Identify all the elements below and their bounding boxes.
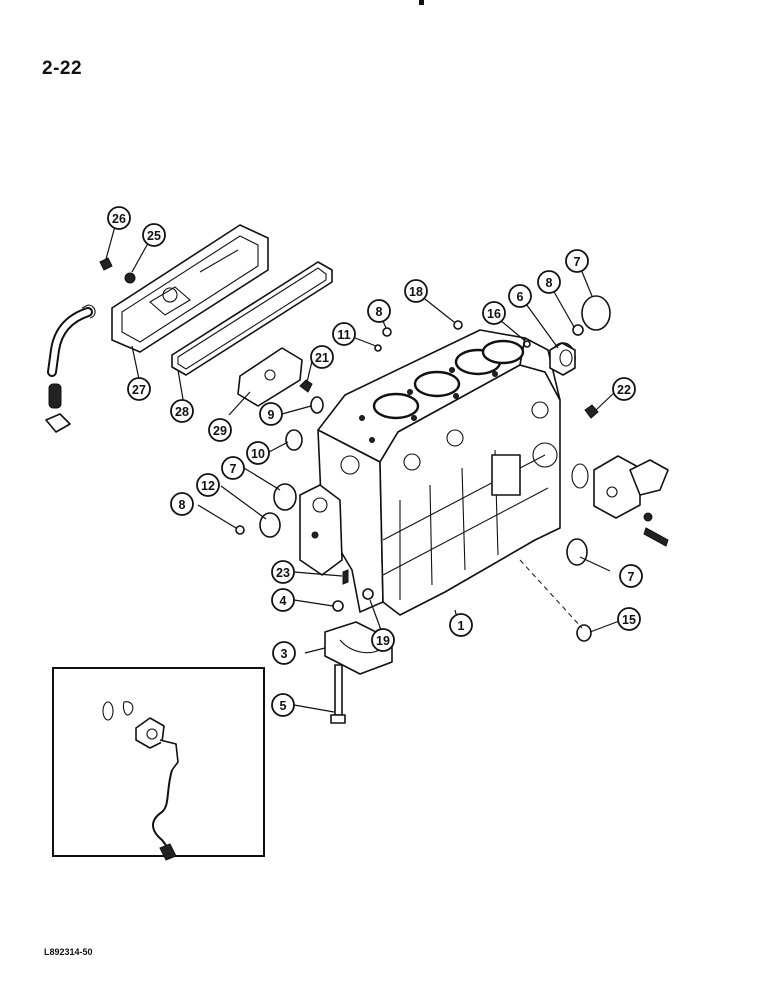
- callout-21-label: 21: [315, 351, 329, 365]
- callout-22: 22: [612, 377, 636, 401]
- callout-18-label: 18: [409, 285, 423, 299]
- callout-23: 23: [271, 560, 295, 584]
- dowel-4: [332, 600, 344, 612]
- figure-code: L892314-50: [44, 947, 93, 957]
- callout-7-right: 7: [619, 564, 643, 588]
- plug-18: [453, 320, 463, 330]
- callout-16-label: 16: [487, 307, 501, 321]
- callout-9-label: 9: [268, 408, 275, 422]
- dashed-guide-line: [519, 559, 583, 629]
- cover-plate: [237, 347, 303, 407]
- callout-26: 26: [107, 206, 131, 230]
- callout-8-mid: 8: [367, 299, 391, 323]
- callout-1: 1: [449, 613, 473, 637]
- callout-25-label: 25: [147, 229, 161, 243]
- bushing: [549, 342, 576, 376]
- callout-23-label: 23: [276, 566, 290, 580]
- expansion-plug-7a: [581, 295, 611, 331]
- breather-hose: [45, 304, 96, 433]
- callout-3-label: 3: [281, 647, 288, 661]
- callout-7-left: 7: [221, 456, 245, 480]
- callout-7-right-label: 7: [628, 570, 635, 584]
- callout-16: 16: [482, 301, 506, 325]
- callout-8-top: 8: [537, 270, 561, 294]
- plug-8c: [235, 525, 245, 535]
- expansion-plug-7b: [273, 483, 297, 511]
- callout-8-left-label: 8: [179, 498, 186, 512]
- nut-housing: [643, 512, 653, 522]
- plug-11: [374, 344, 382, 352]
- bolt-housing: [643, 527, 669, 547]
- callout-7-left-label: 7: [230, 462, 237, 476]
- callout-5: 5: [271, 693, 295, 717]
- callout-7-top: 7: [565, 249, 589, 273]
- callout-29-label: 29: [213, 424, 227, 438]
- water-outlet-housing: [571, 455, 669, 519]
- callout-5-label: 5: [280, 699, 287, 713]
- dowel-23: [342, 569, 349, 585]
- callout-9: 9: [259, 402, 283, 426]
- callout-19: 19: [371, 628, 395, 652]
- cylinder-block: [299, 329, 561, 616]
- callout-1-label: 1: [458, 619, 465, 633]
- callout-15-label: 15: [622, 613, 636, 627]
- pin-16: [523, 340, 531, 348]
- callout-25: 25: [142, 223, 166, 247]
- callout-18: 18: [404, 279, 428, 303]
- plug-8a: [572, 324, 584, 336]
- inset-block-heater: [52, 667, 265, 861]
- callout-8-left: 8: [170, 492, 194, 516]
- callout-28-label: 28: [175, 405, 189, 419]
- callout-11-label: 11: [337, 328, 350, 342]
- rocker-cover: [111, 224, 269, 353]
- plug-22: [584, 404, 599, 419]
- callout-8-mid-label: 8: [376, 305, 383, 319]
- bearing-cap-bolt: [330, 664, 346, 724]
- callout-19-label: 19: [376, 634, 390, 648]
- callout-4: 4: [271, 588, 295, 612]
- callout-8-top-label: 8: [546, 276, 553, 290]
- plug-10: [285, 429, 303, 451]
- plug-9: [310, 396, 324, 414]
- callout-7-top-label: 7: [574, 255, 581, 269]
- callout-27-label: 27: [132, 383, 146, 397]
- callout-29: 29: [208, 418, 232, 442]
- callout-4-label: 4: [280, 594, 287, 608]
- rocker-cover-gasket: [171, 261, 333, 376]
- top-edge-mark: [419, 0, 424, 5]
- callout-28: 28: [170, 399, 194, 423]
- callout-12: 12: [196, 473, 220, 497]
- callout-11: 11: [332, 322, 356, 346]
- plug-19: [362, 588, 374, 600]
- plug-8b: [382, 327, 392, 337]
- callout-22-label: 22: [617, 383, 631, 397]
- plug-15: [576, 624, 592, 642]
- callout-15: 15: [617, 607, 641, 631]
- callout-26-label: 26: [112, 212, 126, 226]
- callout-21: 21: [310, 345, 334, 369]
- bolt-26: [99, 257, 113, 271]
- plug-21: [299, 379, 313, 393]
- callout-10-label: 10: [251, 447, 265, 461]
- page-number: 2-22: [42, 58, 83, 79]
- seal-7c: [566, 538, 588, 566]
- callout-27: 27: [127, 377, 151, 401]
- nut-25: [124, 272, 136, 284]
- callout-10: 10: [246, 441, 270, 465]
- callout-6: 6: [508, 284, 532, 308]
- callout-3: 3: [272, 641, 296, 665]
- callout-6-label: 6: [517, 290, 524, 304]
- callout-12-label: 12: [201, 479, 215, 493]
